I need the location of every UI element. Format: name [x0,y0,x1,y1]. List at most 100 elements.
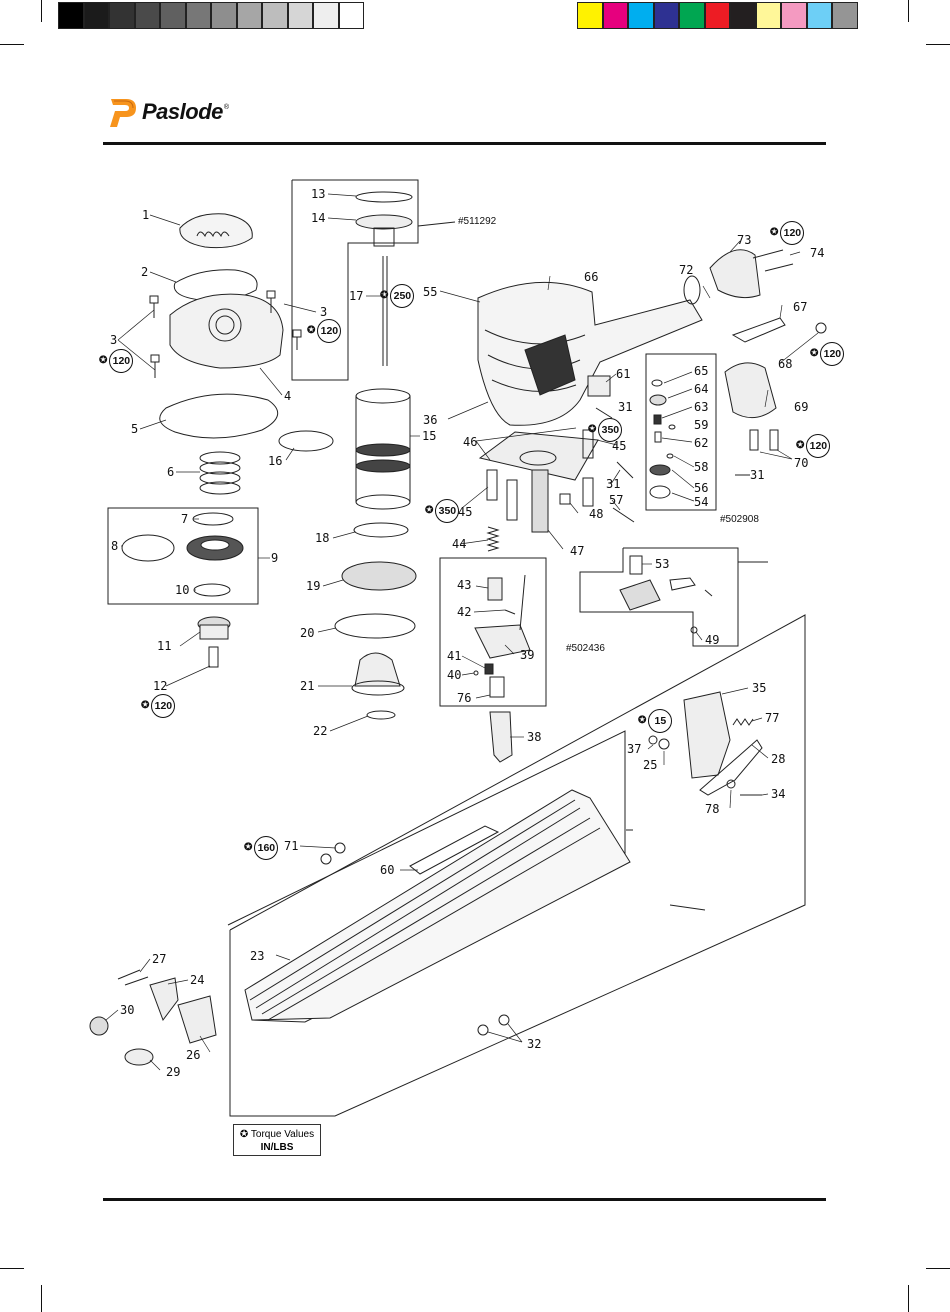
color-swatch [730,2,756,29]
callout-62: 62 [694,436,709,450]
color-swatch [236,2,262,29]
part-70-pins [749,429,779,451]
callout-34: 34 [771,787,786,801]
callout-28: 28 [771,752,786,766]
callout-4: 4 [284,389,292,403]
kit-box-502908 [645,353,717,511]
kit-box-53 [579,547,739,647]
part-13-oring [355,191,413,203]
callout-42: 42 [457,605,472,619]
part-71-nuts [320,842,346,865]
callout-63: 63 [694,400,709,414]
color-swatch [338,2,364,29]
kit-53-parts [619,555,713,634]
callout-6: 6 [167,465,175,479]
part-38-latch [489,711,513,763]
part-74-screws [752,249,794,272]
crop-mark [908,0,909,22]
torque-gear-icon: ✪ [380,290,389,301]
part-24-bracket [149,977,179,1022]
part-77-spring [732,718,754,726]
crop-mark [41,0,42,22]
torque-badge: ✪350 [425,499,460,523]
color-swatch [262,2,288,29]
callout-13: 13 [311,187,326,201]
part-18-oring [353,522,409,538]
color-swatches [577,2,858,31]
callout-53: 53 [655,557,670,571]
crop-mark [41,1285,42,1312]
kit-box-9 [107,507,259,605]
part-72-oring [683,275,701,305]
callout-36: 36 [423,413,438,427]
callout-65: 65 [694,364,709,378]
callout-57: 57 [609,493,624,507]
callout-72: 72 [679,263,694,277]
torque-gear-icon: ✪ [425,505,434,516]
part-20-oring [334,613,416,639]
crop-mark [908,1285,909,1312]
callout-73: 73 [737,233,752,247]
brand-name: Paslode [142,99,223,124]
part-6-spring [199,451,241,495]
callout-2: 2 [141,265,149,279]
callout-61: 61 [616,367,631,381]
callout-25: 25 [643,758,658,772]
part-19-seal [341,561,417,591]
part-22-washer [366,710,396,720]
callout-66: 66 [584,270,599,284]
grayscale-swatches [58,2,364,31]
part-14-piston [355,214,413,230]
callout-16: 16 [268,454,283,468]
torque-gear-icon: ✪ [588,424,597,435]
part-73-cap [709,249,761,299]
callout-77: 77 [765,711,780,725]
callout-71: 71 [284,839,299,853]
torque-badge: ✪15 [638,709,673,733]
color-swatch [602,2,628,29]
callout-5: 5 [131,422,139,436]
color-swatch [679,2,705,29]
callout-19: 19 [306,579,321,593]
torque-badge: ✪120 [770,221,805,245]
part-69-valve [724,362,777,419]
part-78-washer [726,779,736,789]
callout-12: 12 [153,679,168,693]
callout-40: 40 [447,668,462,682]
callout-37: 37 [627,742,642,756]
torque-gear-icon: ✪ [141,700,150,711]
part-68-screw [815,322,827,334]
torque-gear-icon: ✪ [239,1129,249,1140]
part-15-cylinder [355,388,411,510]
color-swatch [287,2,313,29]
part-16-ring [278,430,334,452]
paslode-p-icon [110,99,136,127]
callout-3: 3 [110,333,118,347]
callout-35: 35 [752,681,767,695]
part-23-magazine [244,789,631,1021]
callout-68: 68 [778,357,793,371]
callout-18: 18 [315,531,330,545]
callout-41: 41 [447,649,462,663]
paslode-logo: Paslode ® [108,95,229,129]
torque-badge: ✪350 [588,418,623,442]
part-67-bracket [731,317,786,343]
callout-46: 46 [463,435,478,449]
part-2-gasket [173,269,258,301]
part-1-cap [179,213,253,249]
callout-15: 15 [422,429,437,443]
color-swatch [160,2,186,29]
kit-502436-parts [473,574,531,698]
part-8-oring [121,534,175,562]
callout-56: 56 [694,481,709,495]
part-28-trigger [699,739,763,796]
kit-502908-parts [649,379,676,499]
callout-55: 55 [423,285,438,299]
color-swatch [755,2,781,29]
part-21-bumper [354,652,401,687]
part-29-cap [124,1048,154,1066]
color-swatch [134,2,160,29]
kit-label-502908: #502908 [720,514,759,525]
part-48-clip [559,493,571,505]
